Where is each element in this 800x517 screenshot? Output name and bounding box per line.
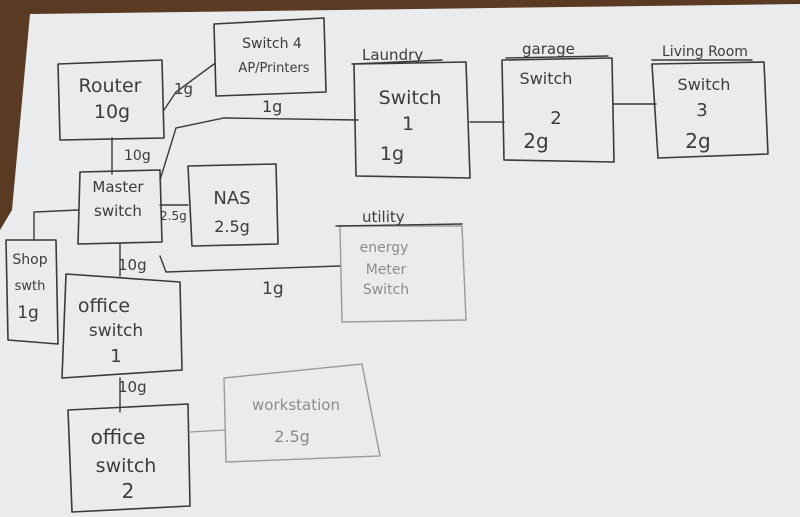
office2-box <box>67 403 191 513</box>
link-master-laundry: 1g <box>262 97 282 116</box>
laundry-label-3: 1g <box>380 143 404 165</box>
office1-label-1: office <box>78 295 130 317</box>
office1-label-3: 1 <box>110 346 121 367</box>
nas-label-2: 2.5g <box>214 217 250 236</box>
laundry-heading: Laundry <box>362 46 423 64</box>
garage-label-1: Switch <box>520 69 573 88</box>
garage-label-3: 2g <box>523 129 548 153</box>
link-master-nas: 2.5g <box>160 209 187 223</box>
router-label-2: 10g <box>94 101 130 123</box>
device-boxes <box>5 17 769 513</box>
living-label-3: 2g <box>685 129 710 153</box>
link-master-office1: 10g <box>118 256 147 274</box>
switch4-label-2: AP/Printers <box>238 61 309 76</box>
garage-box <box>501 57 615 163</box>
workstation-box <box>223 363 381 463</box>
wire-router-switch4 <box>163 63 215 111</box>
utility-heading: utility <box>362 208 405 226</box>
wire-master-shop <box>33 209 79 241</box>
laundry-label-1: Switch <box>379 87 442 109</box>
workstation-label-1: workstation <box>252 396 340 414</box>
nas-label-1: NAS <box>213 188 250 209</box>
workstation-label-2: 2.5g <box>274 427 310 446</box>
paper-sheet <box>0 4 800 517</box>
utility-heading-underline <box>335 223 463 227</box>
room-headings: Laundry garage Living Room utility <box>335 40 753 227</box>
connections <box>33 63 657 433</box>
garage-heading: garage <box>522 40 575 58</box>
wire-office2-workstation <box>189 429 227 433</box>
wire-master-utility <box>159 255 341 273</box>
wire-master-laundry <box>159 117 359 181</box>
laundry-label-2: 1 <box>402 113 414 135</box>
nas-box <box>187 163 279 247</box>
shop-label-3: 1g <box>17 303 39 323</box>
utility-box <box>339 225 467 323</box>
switch4-label-1: Switch 4 <box>242 36 302 52</box>
office1-label-2: switch <box>89 321 143 341</box>
switch4-box <box>213 17 327 97</box>
router-label-1: Router <box>79 75 142 97</box>
office1-box <box>61 273 183 379</box>
link-office1-office2: 10g <box>118 378 147 396</box>
utility-label-2: Meter <box>366 262 407 278</box>
office2-label-2: switch <box>96 455 157 477</box>
router-box <box>57 59 165 141</box>
shop-label-1: Shop <box>12 252 47 268</box>
living-label-1: Switch <box>678 75 731 94</box>
office2-label-3: 2 <box>122 479 135 503</box>
garage-label-2: 2 <box>550 108 561 129</box>
utility-label-1: energy <box>360 240 409 256</box>
link-router-master: 10g <box>124 148 151 164</box>
link-master-utility: 1g <box>262 279 284 299</box>
living-label-2: 3 <box>696 100 707 121</box>
master-label-2: switch <box>94 202 142 220</box>
laundry-heading-underline <box>351 59 443 65</box>
shop-label-2: swth <box>15 279 46 294</box>
master-label-1: Master <box>92 178 144 196</box>
device-labels: Router 10g Switch 4 AP/Printers Switch 1… <box>12 36 730 503</box>
utility-label-3: Switch <box>363 282 409 298</box>
link-labels: 10g 1g 1g 2.5g 10g 1g 10g <box>118 80 284 396</box>
living-heading: Living Room <box>662 44 748 60</box>
living-box <box>651 61 769 159</box>
garage-heading-underline <box>505 55 609 59</box>
master-box <box>77 169 163 245</box>
shop-box <box>5 239 59 345</box>
link-router-switch4: 1g <box>174 80 193 98</box>
office2-label-1: office <box>91 425 146 449</box>
laundry-box <box>353 61 471 179</box>
